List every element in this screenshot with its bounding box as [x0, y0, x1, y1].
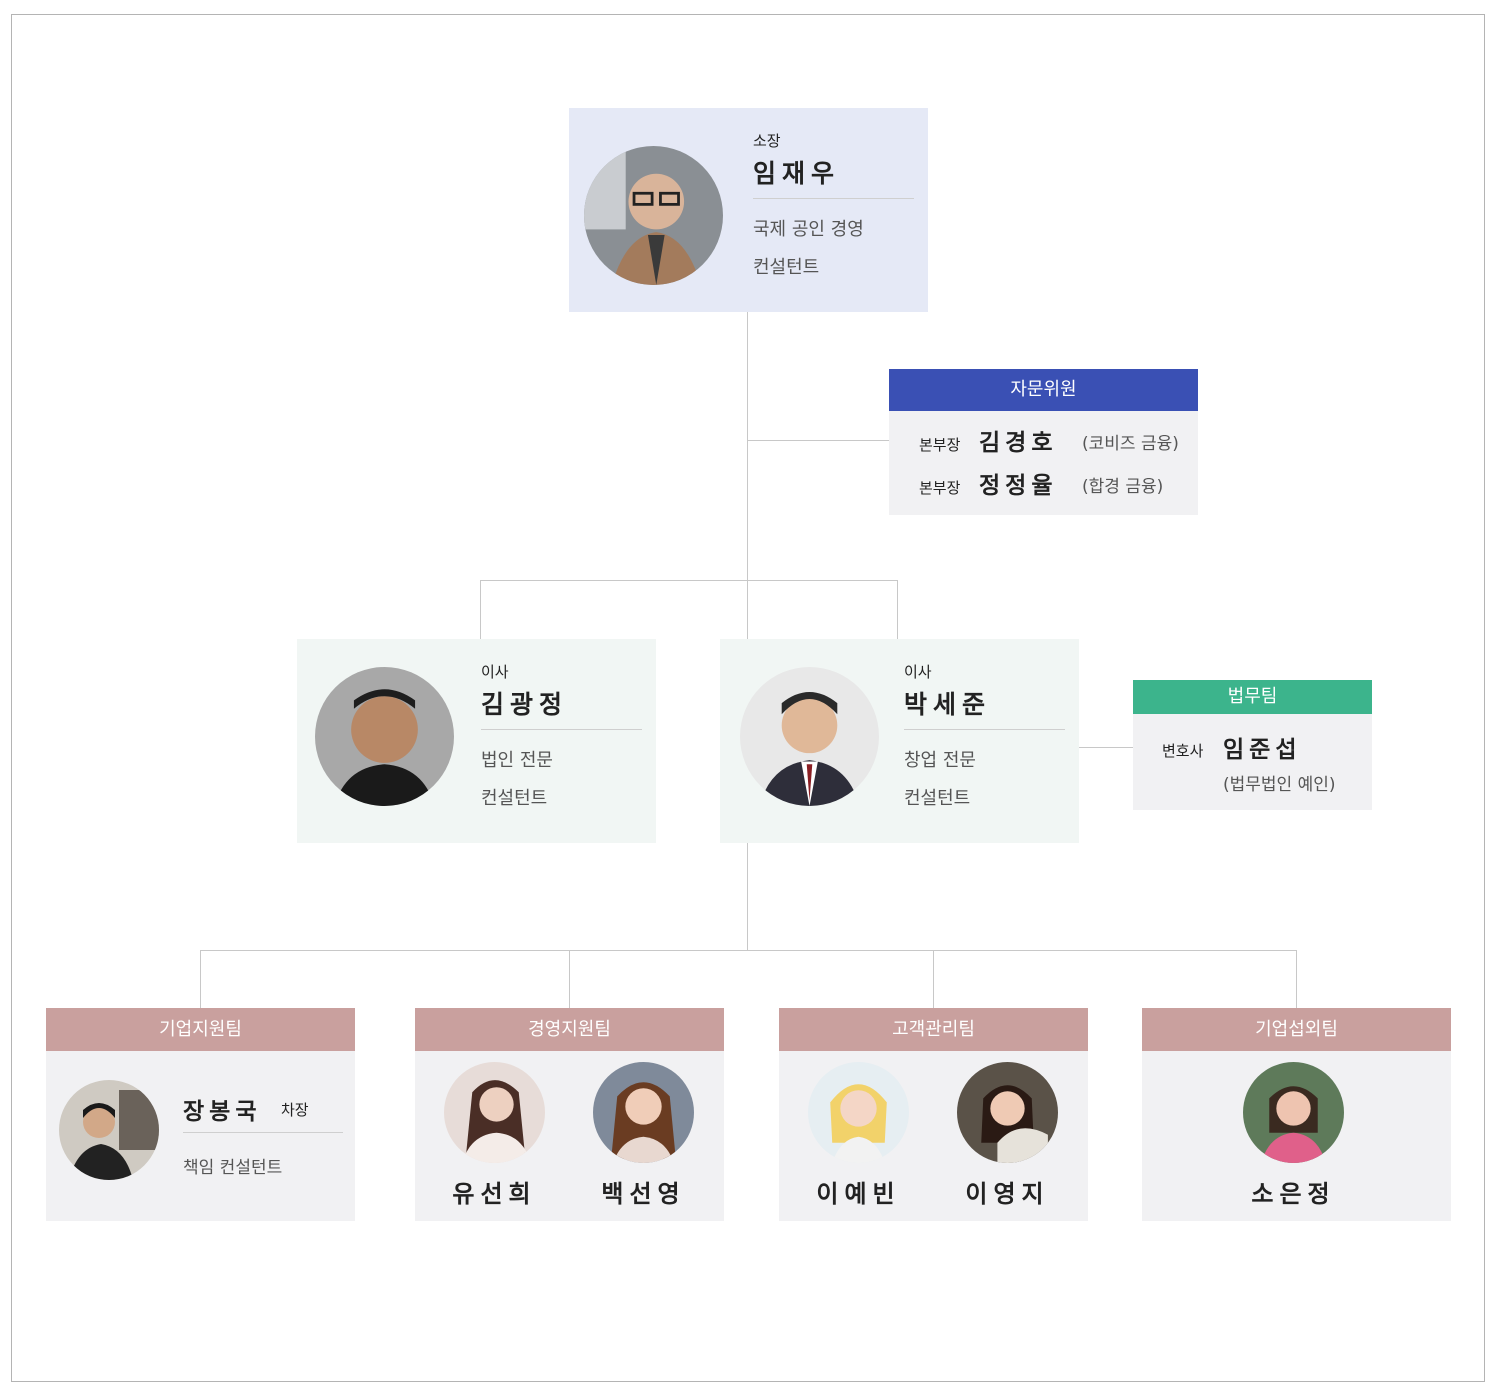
legal-role: 변호사: [1162, 742, 1204, 760]
legal-card: 법무팀 변호사 임준섭 (법무법인 예인): [1133, 680, 1372, 810]
connector-directors-h: [480, 580, 898, 581]
connector-director-1: [480, 580, 481, 639]
team-2-member-1-name: 유선희: [452, 1180, 537, 1208]
team-2-header: 경영지원팀: [415, 1008, 724, 1051]
director-2-desc: 창업 전문 컨설턴트: [904, 742, 976, 818]
team-2-member-1-photo: [444, 1062, 545, 1163]
connector-team-3: [933, 950, 934, 1008]
connector-director-2: [897, 580, 898, 639]
connector-team-2: [569, 950, 570, 1008]
team-2-member-2-photo: [593, 1062, 694, 1163]
connector-legal: [1079, 747, 1133, 748]
team-3-member-2-photo: [957, 1062, 1058, 1163]
team-2-member-2-name: 백선영: [601, 1180, 686, 1208]
team-1-rank: 차장: [281, 1101, 309, 1119]
director-1-desc: 법인 전문 컨설턴트: [481, 742, 553, 818]
team-3-member-2-name: 이영지: [965, 1180, 1050, 1208]
legal-name: 임준섭: [1223, 737, 1302, 763]
ceo-desc-line2: 컨설턴트: [753, 257, 820, 278]
director-1-divider: [481, 729, 642, 730]
team-1-photo: [59, 1080, 159, 1180]
team-card-2: 경영지원팀 유선희 백선영: [415, 1008, 724, 1221]
team-3-member-1-photo: [808, 1062, 909, 1163]
team-4-header: 기업섭외팀: [1142, 1008, 1451, 1051]
director-2-photo: [740, 667, 879, 806]
advisory-header: 자문위원: [889, 369, 1198, 411]
legal-note: (법무법인 예인): [1223, 775, 1336, 795]
director-2-name: 박세준: [904, 690, 992, 719]
director-1-desc-line1: 법인 전문: [481, 750, 553, 771]
advisory-card: 자문위원 본부장 김경호 (코비즈 금융) 본부장 정정율 (합경 금융): [889, 369, 1198, 515]
team-card-1: 기업지원팀 장봉국 차장 책임 컨설턴트: [46, 1008, 355, 1221]
director-card-1: 이사 김광정 법인 전문 컨설턴트: [297, 639, 656, 843]
connector-teams-down: [747, 843, 748, 950]
director-2-role: 이사: [904, 663, 932, 681]
advisory-1-note: (코비즈 금융): [1082, 434, 1179, 454]
advisory-2-note: (합경 금융): [1082, 477, 1164, 497]
advisory-2-name: 정정율: [979, 473, 1058, 499]
connector-ceo-down: [747, 312, 748, 639]
director-1-desc-line2: 컨설턴트: [481, 788, 548, 809]
ceo-name: 임재우: [753, 159, 841, 188]
org-chart-frame: [11, 14, 1485, 1382]
connector-advisory: [747, 440, 889, 441]
connector-team-1: [200, 950, 201, 1008]
team-1-divider: [183, 1132, 343, 1133]
advisory-1-role: 본부장: [919, 436, 961, 454]
team-4-member-1-name: 소은정: [1251, 1180, 1336, 1208]
director-1-photo: [315, 667, 454, 806]
team-card-3: 고객관리팀 이예빈 이영지: [779, 1008, 1088, 1221]
ceo-role: 소장: [753, 132, 781, 150]
team-1-desc: 책임 컨설턴트: [183, 1158, 283, 1178]
director-card-2: 이사 박세준 창업 전문 컨설턴트: [720, 639, 1079, 843]
ceo-desc-line1: 국제 공인 경영: [753, 219, 864, 240]
team-card-4: 기업섭외팀 소은정: [1142, 1008, 1451, 1221]
ceo-photo: [584, 146, 723, 285]
team-4-member-1-photo: [1243, 1062, 1344, 1163]
team-1-header: 기업지원팀: [46, 1008, 355, 1051]
director-1-name: 김광정: [481, 690, 569, 719]
legal-header: 법무팀: [1133, 680, 1372, 714]
advisory-1-name: 김경호: [979, 430, 1058, 456]
ceo-card: 소장 임재우 국제 공인 경영 컨설턴트: [569, 108, 928, 312]
director-2-desc-line2: 컨설턴트: [904, 788, 971, 809]
team-3-header: 고객관리팀: [779, 1008, 1088, 1051]
connector-teams-h: [200, 950, 1297, 951]
director-2-desc-line1: 창업 전문: [904, 750, 976, 771]
director-1-role: 이사: [481, 663, 509, 681]
ceo-divider: [753, 198, 914, 199]
ceo-desc: 국제 공인 경영 컨설턴트: [753, 211, 864, 287]
team-1-name: 장봉국: [183, 1099, 262, 1125]
advisory-2-role: 본부장: [919, 479, 961, 497]
connector-team-4: [1296, 950, 1297, 1008]
team-3-member-1-name: 이예빈: [816, 1180, 901, 1208]
director-2-divider: [904, 729, 1065, 730]
